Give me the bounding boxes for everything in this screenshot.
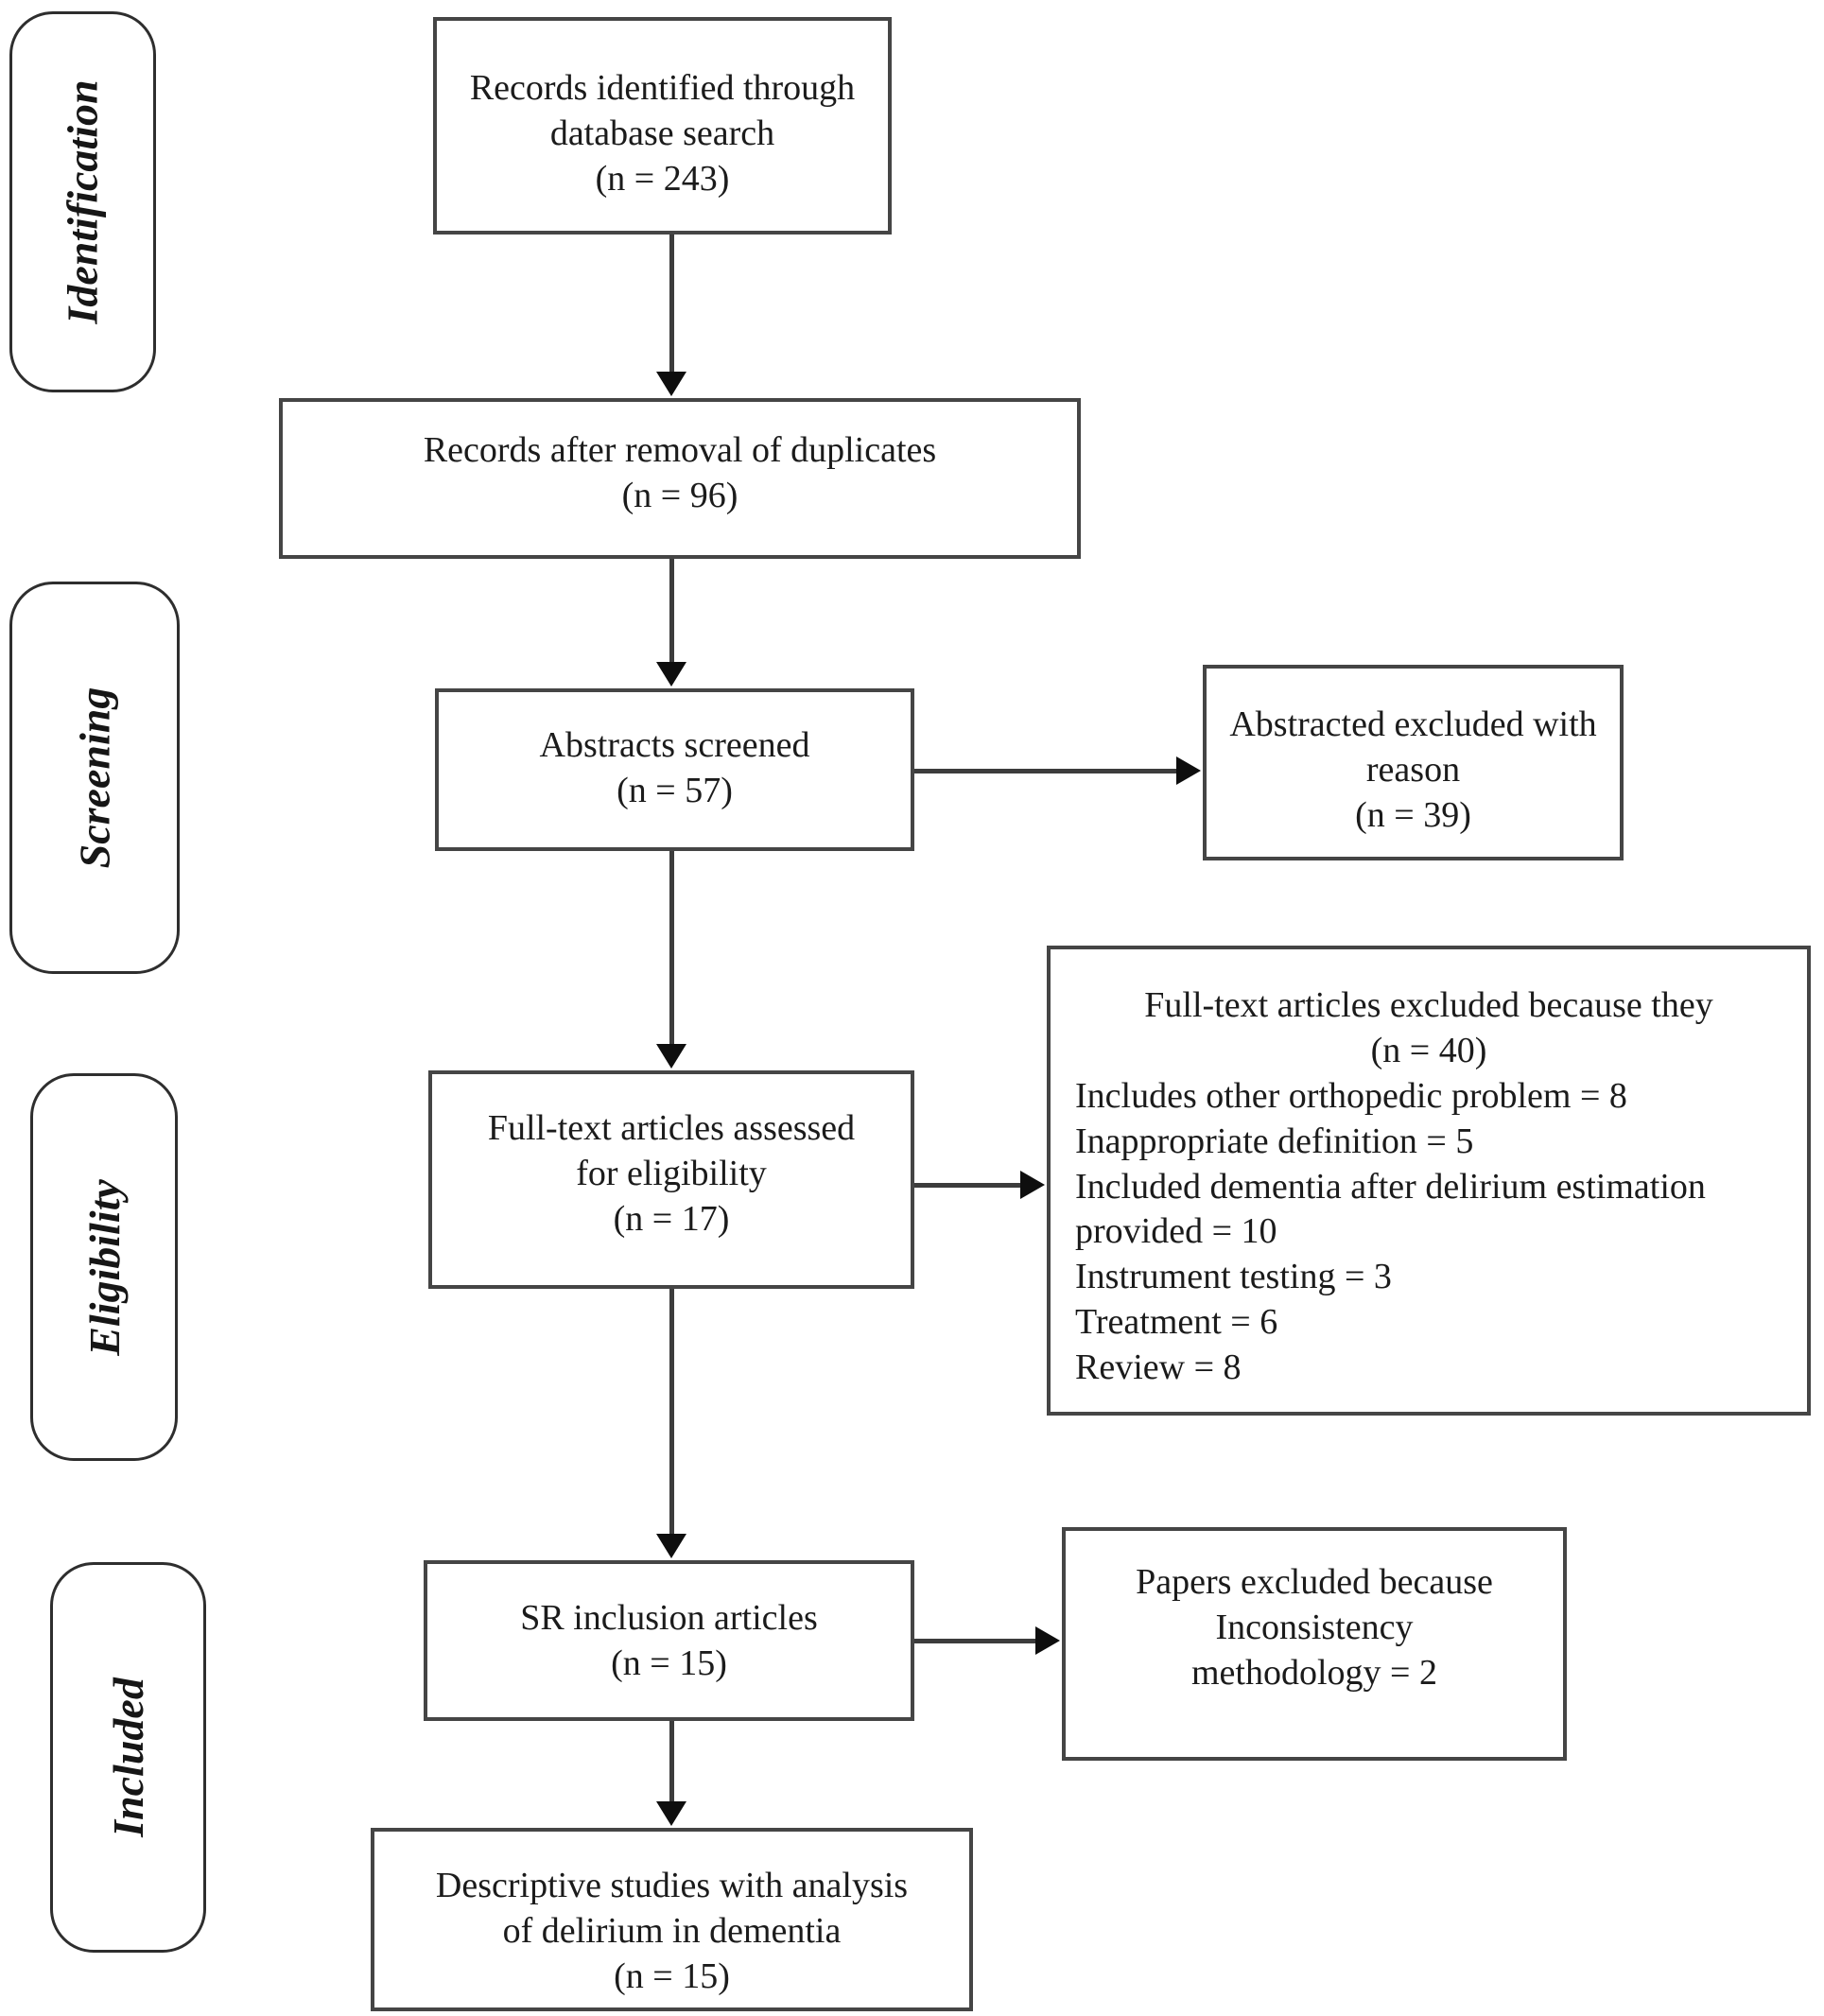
arrow-shaft bbox=[669, 1721, 674, 1801]
flow-arrow-inclusion-to-descriptive bbox=[656, 1721, 686, 1826]
box-text-line: Abstracts screened bbox=[539, 725, 810, 765]
arrow-shaft bbox=[669, 559, 674, 662]
arrowhead-right-icon bbox=[1020, 1171, 1045, 1199]
exclusion-reason: Treatment = 6 bbox=[1075, 1302, 1278, 1343]
box-text-line: Full-text articles assessed bbox=[487, 1108, 856, 1148]
flow-arrow-screened-to-fulltext bbox=[656, 851, 686, 1069]
box-text-line: Papers excluded because bbox=[1136, 1562, 1493, 1602]
exclusion-reason: Includes other orthopedic problem = 8 bbox=[1075, 1075, 1627, 1116]
stage-identification: Identification bbox=[9, 11, 156, 392]
arrow-shaft bbox=[914, 1638, 1035, 1643]
arrow-shaft bbox=[669, 235, 674, 372]
exclusion-reason: Instrument testing = 3 bbox=[1075, 1257, 1392, 1297]
box-text-line: (n = 96) bbox=[621, 475, 738, 515]
flow-arrow-inclusion-to-excluded bbox=[914, 1626, 1060, 1655]
papers-excluded-box: Papers excluded because Inconsistency me… bbox=[1062, 1527, 1567, 1761]
arrowhead-right-icon bbox=[1035, 1626, 1060, 1655]
exclusion-reason: Inappropriate definition = 5 bbox=[1075, 1121, 1474, 1161]
box-text-line: (n = 15) bbox=[611, 1642, 727, 1683]
arrowhead-down-icon bbox=[656, 1801, 686, 1826]
abstracts-excluded-box: Abstracted excluded with reason (n = 39) bbox=[1203, 665, 1624, 860]
box-text-line: Full-text articles excluded because they bbox=[1144, 985, 1713, 1025]
box-text-line: Abstracted excluded with bbox=[1229, 704, 1597, 744]
stage-screening: Screening bbox=[9, 582, 180, 974]
arrowhead-down-icon bbox=[656, 662, 686, 686]
stage-included: Included bbox=[50, 1562, 206, 1953]
box-text-line: Descriptive studies with analysis bbox=[435, 1866, 909, 1905]
box-text-line: methodology = 2 bbox=[1191, 1652, 1437, 1693]
arrowhead-right-icon bbox=[1176, 756, 1201, 785]
exclusion-reason: Review = 8 bbox=[1075, 1347, 1242, 1387]
arrow-shaft bbox=[669, 1289, 674, 1534]
exclusion-reason-list: Includes other orthopedic problem = 8 In… bbox=[1051, 1074, 1807, 1391]
box-text-line: Records identified through bbox=[469, 68, 856, 108]
box-text-line: for eligibility bbox=[576, 1153, 767, 1193]
flow-arrow-identified-to-deduplicated bbox=[656, 235, 686, 396]
arrowhead-down-icon bbox=[656, 1044, 686, 1069]
flow-arrow-fulltext-to-excluded bbox=[914, 1171, 1045, 1199]
box-text-line: database search bbox=[549, 113, 775, 153]
exclusion-reason: Included dementia after delirium estimat… bbox=[1075, 1166, 1706, 1252]
abstracts-screened-box: Abstracts screened (n = 57) bbox=[435, 688, 914, 851]
sr-inclusion-box: SR inclusion articles (n = 15) bbox=[424, 1560, 914, 1721]
arrowhead-down-icon bbox=[656, 372, 686, 396]
box-text-line: (n = 15) bbox=[614, 1955, 730, 1996]
flow-arrow-deduplicated-to-screened bbox=[656, 559, 686, 686]
records-deduplicated-box: Records after removal of duplicates (n =… bbox=[279, 398, 1081, 559]
box-text-line: SR inclusion articles bbox=[520, 1598, 818, 1638]
flow-arrow-screened-to-excluded bbox=[914, 756, 1201, 785]
stage-eligibility-label: Eligibility bbox=[79, 1178, 129, 1356]
box-text-line: reason bbox=[1365, 749, 1461, 790]
box-text-line: of delirium in dementia bbox=[502, 1910, 842, 1951]
box-text-line: (n = 40) bbox=[1370, 1030, 1487, 1070]
arrow-shaft bbox=[914, 768, 1176, 773]
box-text-line: Inconsistency bbox=[1215, 1607, 1414, 1647]
stage-included-label: Included bbox=[104, 1677, 152, 1837]
flow-arrow-fulltext-to-inclusion bbox=[656, 1289, 686, 1558]
stage-eligibility: Eligibility bbox=[30, 1073, 178, 1461]
fulltext-assessed-box: Full-text articles assessed for eligibil… bbox=[428, 1070, 914, 1289]
box-text-line: (n = 57) bbox=[617, 770, 733, 810]
box-text-line: (n = 17) bbox=[613, 1198, 730, 1239]
stage-identification-label: Identification bbox=[59, 79, 107, 324]
stage-screening-label: Screening bbox=[70, 686, 119, 869]
records-identified-box: Records identified through database sear… bbox=[433, 17, 892, 235]
arrowhead-down-icon bbox=[656, 1534, 686, 1558]
arrow-shaft bbox=[669, 851, 674, 1044]
box-text-line: (n = 243) bbox=[595, 158, 730, 199]
arrow-shaft bbox=[914, 1182, 1020, 1188]
fulltext-excluded-box: Full-text articles excluded because they… bbox=[1047, 946, 1811, 1416]
descriptive-studies-box: Descriptive studies with analysis of del… bbox=[371, 1828, 973, 2011]
box-text-line: (n = 39) bbox=[1355, 794, 1471, 835]
box-text-line: Records after removal of duplicates bbox=[423, 430, 937, 470]
